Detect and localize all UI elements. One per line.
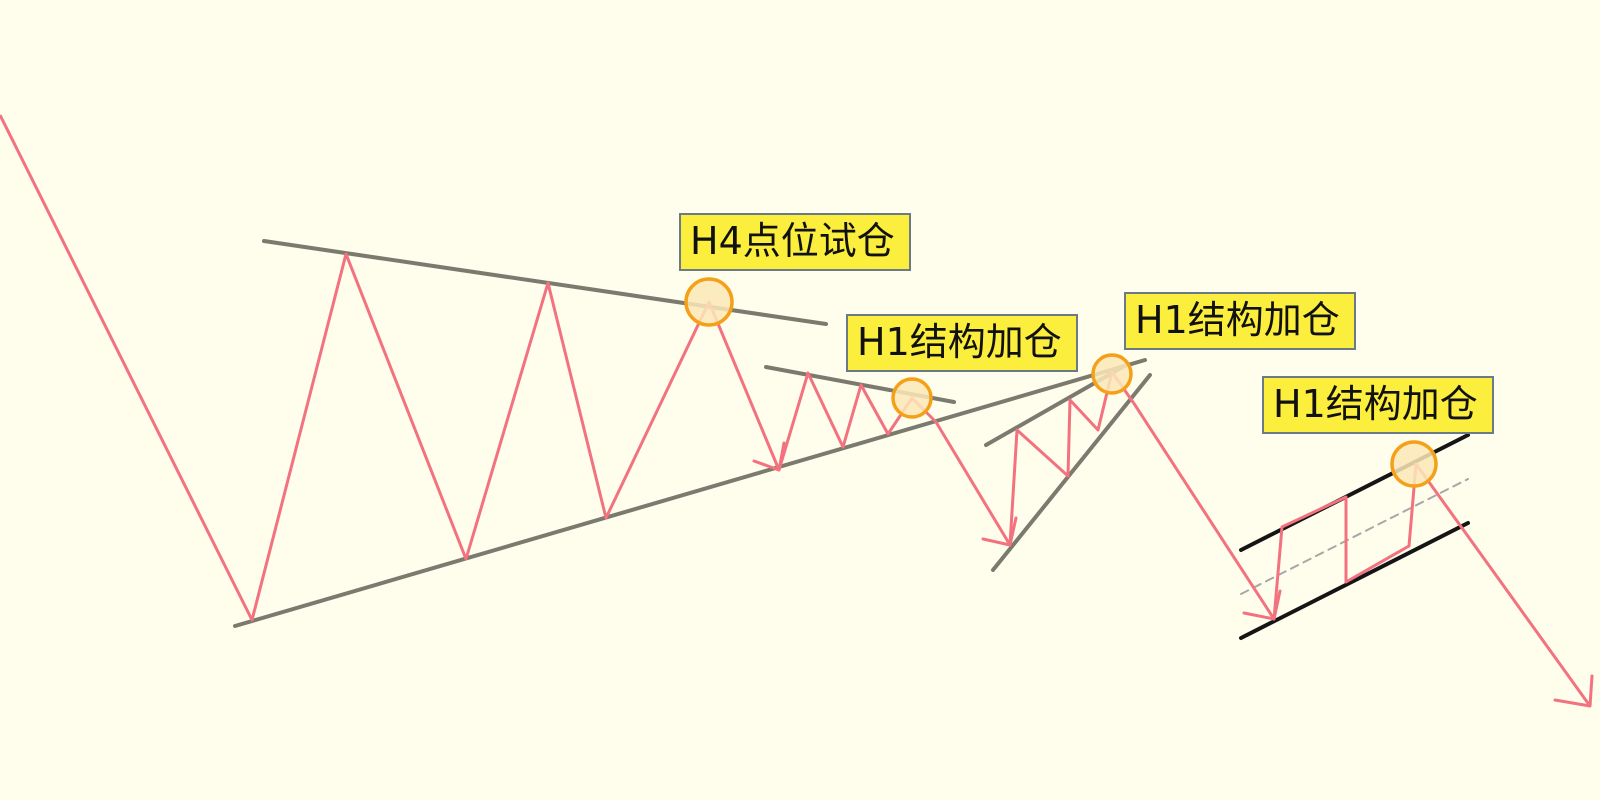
h1-add-marker-1 bbox=[891, 377, 933, 419]
h1-add-marker-3 bbox=[1390, 440, 1438, 488]
h4-trial-entry-label: H4点位试仓 bbox=[679, 213, 911, 271]
entry-markers bbox=[684, 277, 1438, 488]
arrowhead-1 bbox=[752, 441, 786, 472]
triangle-lower-trendline bbox=[233, 358, 1147, 628]
arrowheads bbox=[752, 441, 1594, 708]
channel-lower-line bbox=[1239, 521, 1470, 640]
arrowhead-final bbox=[1553, 674, 1594, 708]
h4-trial-marker bbox=[684, 277, 734, 327]
wedge-lower-trendline bbox=[991, 373, 1152, 572]
arrowhead-2 bbox=[981, 516, 1018, 547]
h1-add-position-label-3: H1结构加仓 bbox=[1262, 376, 1494, 434]
h1-add-position-label-2: H1结构加仓 bbox=[1124, 292, 1356, 350]
h1-add-marker-2 bbox=[1091, 353, 1133, 395]
h1-add-position-label-1: H1结构加仓 bbox=[846, 314, 1078, 372]
arrowhead-3 bbox=[1242, 589, 1282, 621]
price-zigzag-path bbox=[0, 114, 1592, 707]
